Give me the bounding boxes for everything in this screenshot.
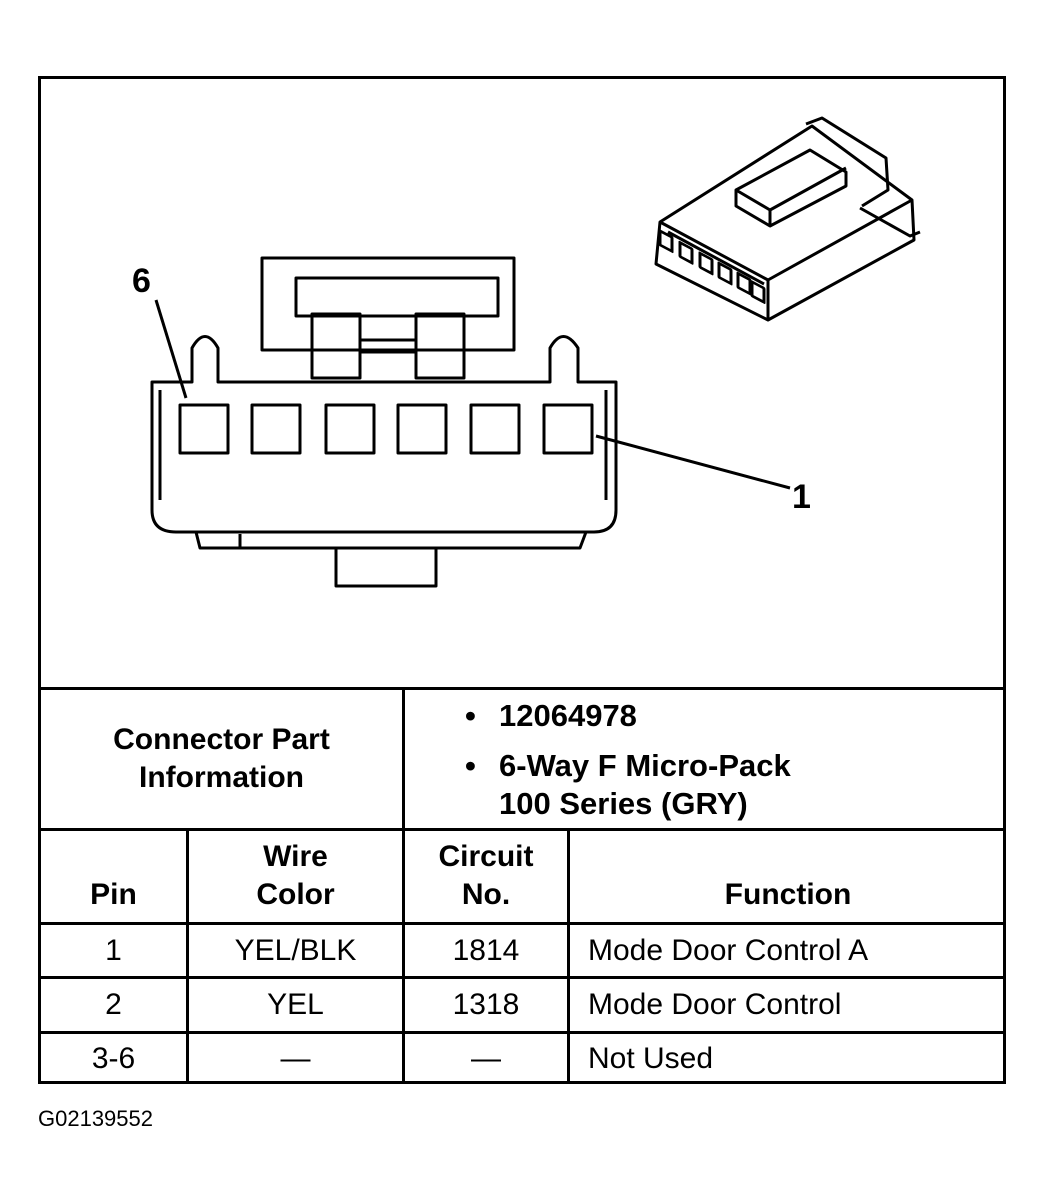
bullet-icon: • bbox=[465, 698, 476, 733]
part-info-item: 100 Series (GRY) bbox=[499, 786, 748, 821]
table-column-divider bbox=[567, 828, 570, 1083]
table-cell-function: Mode Door Control A bbox=[588, 933, 869, 967]
part-info-item: • 12064978 bbox=[465, 698, 637, 733]
part-info-item: • 6-Way F Micro-Pack bbox=[465, 748, 791, 783]
table-row-separator bbox=[38, 1031, 1006, 1034]
table-column-divider bbox=[186, 828, 189, 1083]
pin-1-label: 1 bbox=[792, 478, 811, 516]
connector-latch bbox=[260, 256, 516, 380]
table-cell-circuit-no: 1318 bbox=[452, 988, 520, 1021]
connector-body bbox=[150, 335, 618, 534]
table-cell-wire-color: YEL/BLK bbox=[234, 933, 357, 967]
part-info-list: • 12064978 • 6-Way F Micro-Pack 100 Seri… bbox=[465, 697, 791, 823]
column-header-wire-color: Wire Color bbox=[256, 839, 335, 911]
column-header-pin: Pin bbox=[90, 878, 137, 911]
table-header-separator bbox=[38, 828, 1006, 831]
table-cell-pin: 1 bbox=[105, 933, 122, 967]
table-cell-function: Not Used bbox=[588, 1041, 714, 1075]
pin-6-label: 6 bbox=[132, 262, 151, 300]
connector-isometric-icon bbox=[654, 116, 921, 322]
pin-cavities bbox=[178, 403, 594, 455]
table-column-divider bbox=[402, 687, 405, 1083]
table-cell-circuit-no: 1814 bbox=[452, 933, 520, 967]
connector-bottom-tab bbox=[194, 531, 588, 550]
table-cell-circuit-no: — bbox=[471, 1041, 501, 1075]
table-cell-pin: 3-6 bbox=[91, 1041, 136, 1075]
figure-id: G02139552 bbox=[38, 1106, 153, 1131]
table-cell-function: Mode Door Control bbox=[588, 988, 842, 1021]
column-header-function: Function bbox=[724, 878, 852, 911]
figure-frame bbox=[38, 76, 1006, 1084]
bullet-icon: • bbox=[465, 748, 476, 783]
table-cell-wire-color: — bbox=[280, 1041, 311, 1075]
leader-line-pin-6 bbox=[154, 299, 188, 399]
table-top-border bbox=[38, 687, 1006, 690]
column-header-circuit-no: Circuit No. bbox=[438, 839, 534, 911]
table-row-separator bbox=[38, 922, 1006, 925]
part-info-label: Connector Part Information bbox=[113, 723, 330, 794]
leader-line-pin-1 bbox=[595, 434, 791, 490]
table-cell-wire-color: YEL bbox=[267, 988, 324, 1021]
table-cell-pin: 2 bbox=[105, 988, 122, 1021]
table-row-separator bbox=[38, 976, 1006, 979]
connector-drawing: 6 1 bbox=[132, 116, 921, 588]
